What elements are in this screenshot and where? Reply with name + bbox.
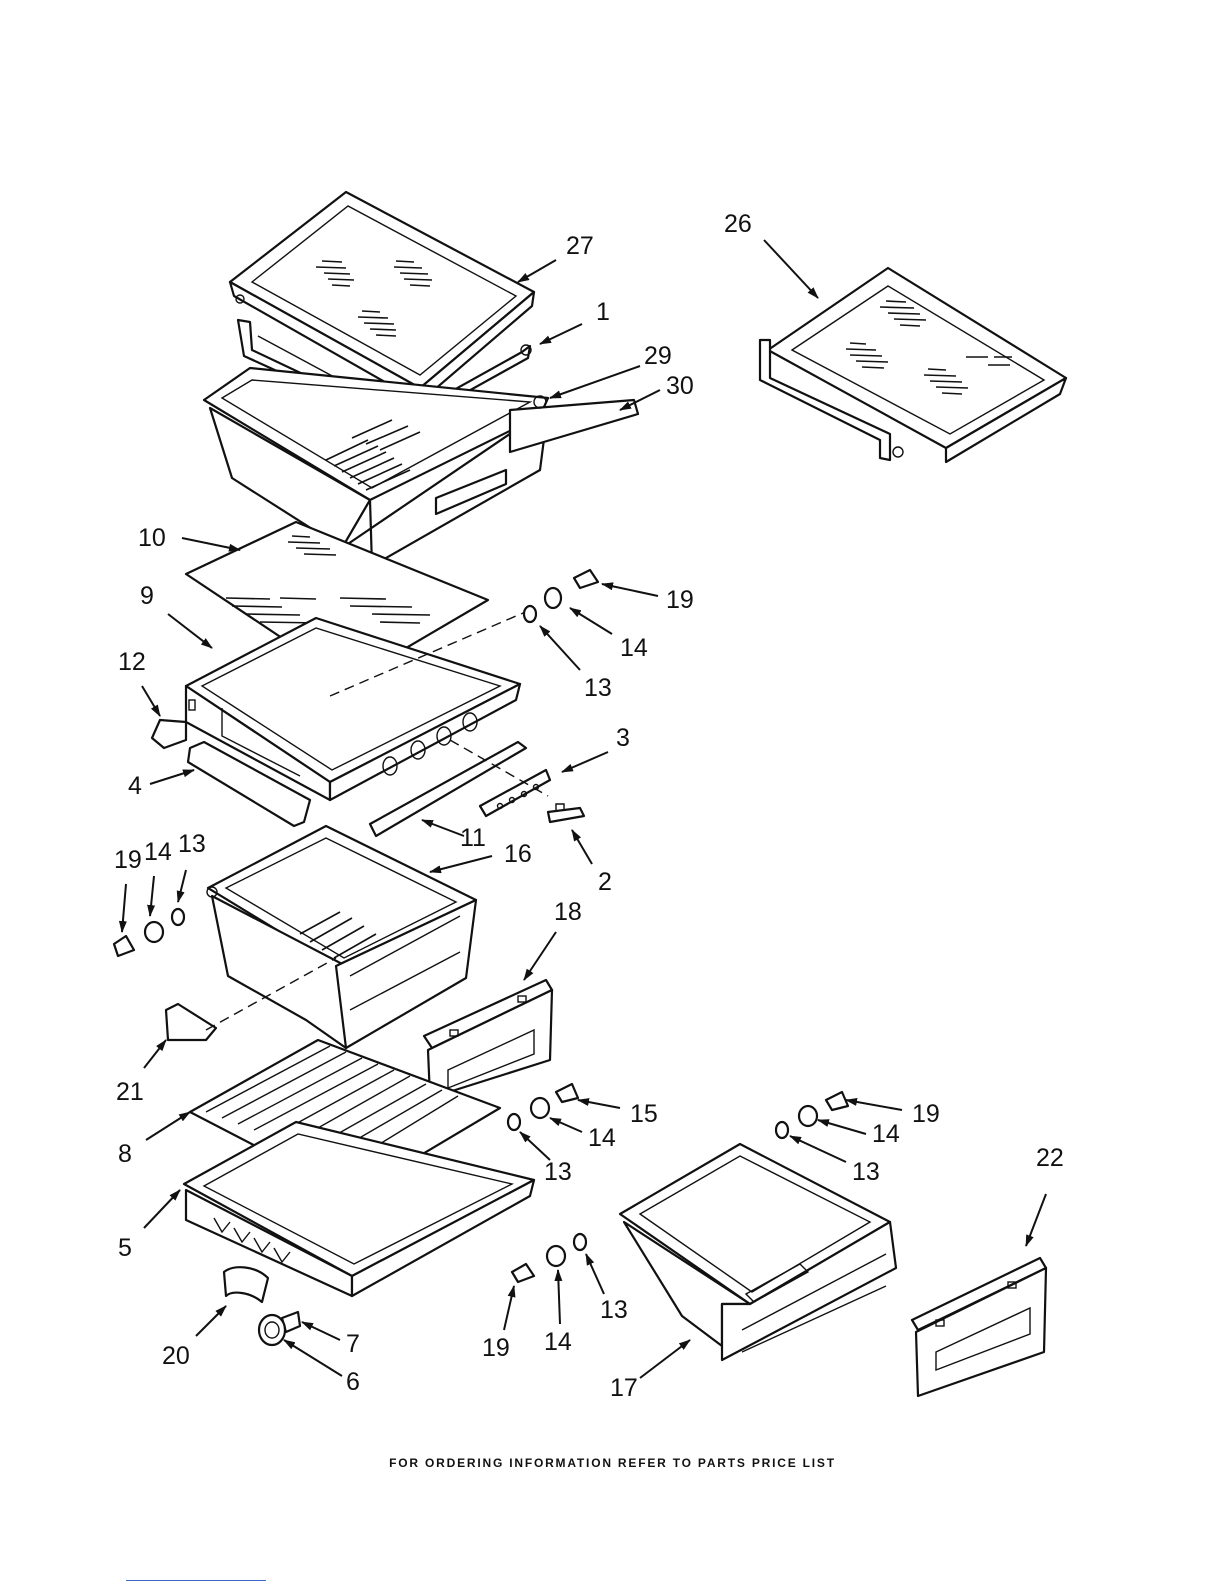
callout-20: 20 [162, 1342, 190, 1370]
callout-14-right: 14 [872, 1120, 900, 1148]
callout-3: 3 [616, 724, 630, 752]
callout-4: 4 [128, 772, 142, 800]
callout-22: 22 [1036, 1144, 1064, 1172]
part-3-bracket [480, 770, 550, 816]
fastener-set-mid [508, 1084, 578, 1130]
fastener-set-right [776, 1092, 848, 1138]
callout-12: 12 [118, 648, 146, 676]
callout-13-lower: 13 [600, 1296, 628, 1324]
callout-1: 1 [596, 298, 610, 326]
callout-6: 6 [346, 1368, 360, 1396]
callout-13-mid: 13 [544, 1158, 572, 1186]
callout-10: 10 [138, 524, 166, 552]
part-12-cover-support [152, 720, 186, 748]
callout-13-upper: 13 [584, 674, 612, 702]
callout-14-left: 14 [144, 838, 172, 866]
part-18-drawer-front [424, 980, 552, 1098]
callout-27: 27 [566, 232, 594, 260]
fastener-set-left [114, 909, 184, 956]
callout-11: 11 [460, 824, 486, 852]
callout-5: 5 [118, 1234, 132, 1262]
part-16-crisper-drawer [207, 826, 476, 1048]
part-21-bracket [166, 1004, 216, 1040]
callout-26: 26 [724, 210, 752, 238]
part-2-clip [548, 804, 584, 822]
callout-13-left: 13 [178, 830, 206, 858]
ordering-info-note: FOR ORDERING INFORMATION REFER TO PARTS … [0, 1456, 1225, 1470]
callout-17: 17 [610, 1374, 638, 1402]
callout-29: 29 [644, 342, 672, 370]
part-22-drawer-front [912, 1258, 1046, 1396]
callout-19-upper: 19 [666, 586, 694, 614]
callout-19-left: 19 [114, 846, 142, 874]
part-20-cover [224, 1267, 268, 1302]
callout-15: 15 [630, 1100, 658, 1128]
callout-8: 8 [118, 1140, 132, 1168]
callout-21: 21 [116, 1078, 144, 1106]
callout-19-lower: 19 [482, 1334, 510, 1362]
horizontal-scrollbar[interactable] [126, 1580, 266, 1584]
callout-13-right: 13 [852, 1158, 880, 1186]
callout-19-right: 19 [912, 1100, 940, 1128]
fastener-set-upper-right [524, 570, 598, 622]
callout-14-mid: 14 [588, 1124, 616, 1152]
callout-30: 30 [666, 372, 694, 400]
part-6-knob [259, 1315, 285, 1345]
callout-18: 18 [554, 898, 582, 926]
callout-14-lower: 14 [544, 1328, 572, 1356]
part-26-glass-shelf [760, 268, 1066, 462]
callout-9: 9 [140, 582, 154, 610]
callout-2: 2 [598, 868, 612, 896]
callout-7: 7 [346, 1330, 360, 1358]
callout-16: 16 [504, 840, 532, 868]
fastener-set-lower [512, 1234, 586, 1282]
callout-14-upper: 14 [620, 634, 648, 662]
